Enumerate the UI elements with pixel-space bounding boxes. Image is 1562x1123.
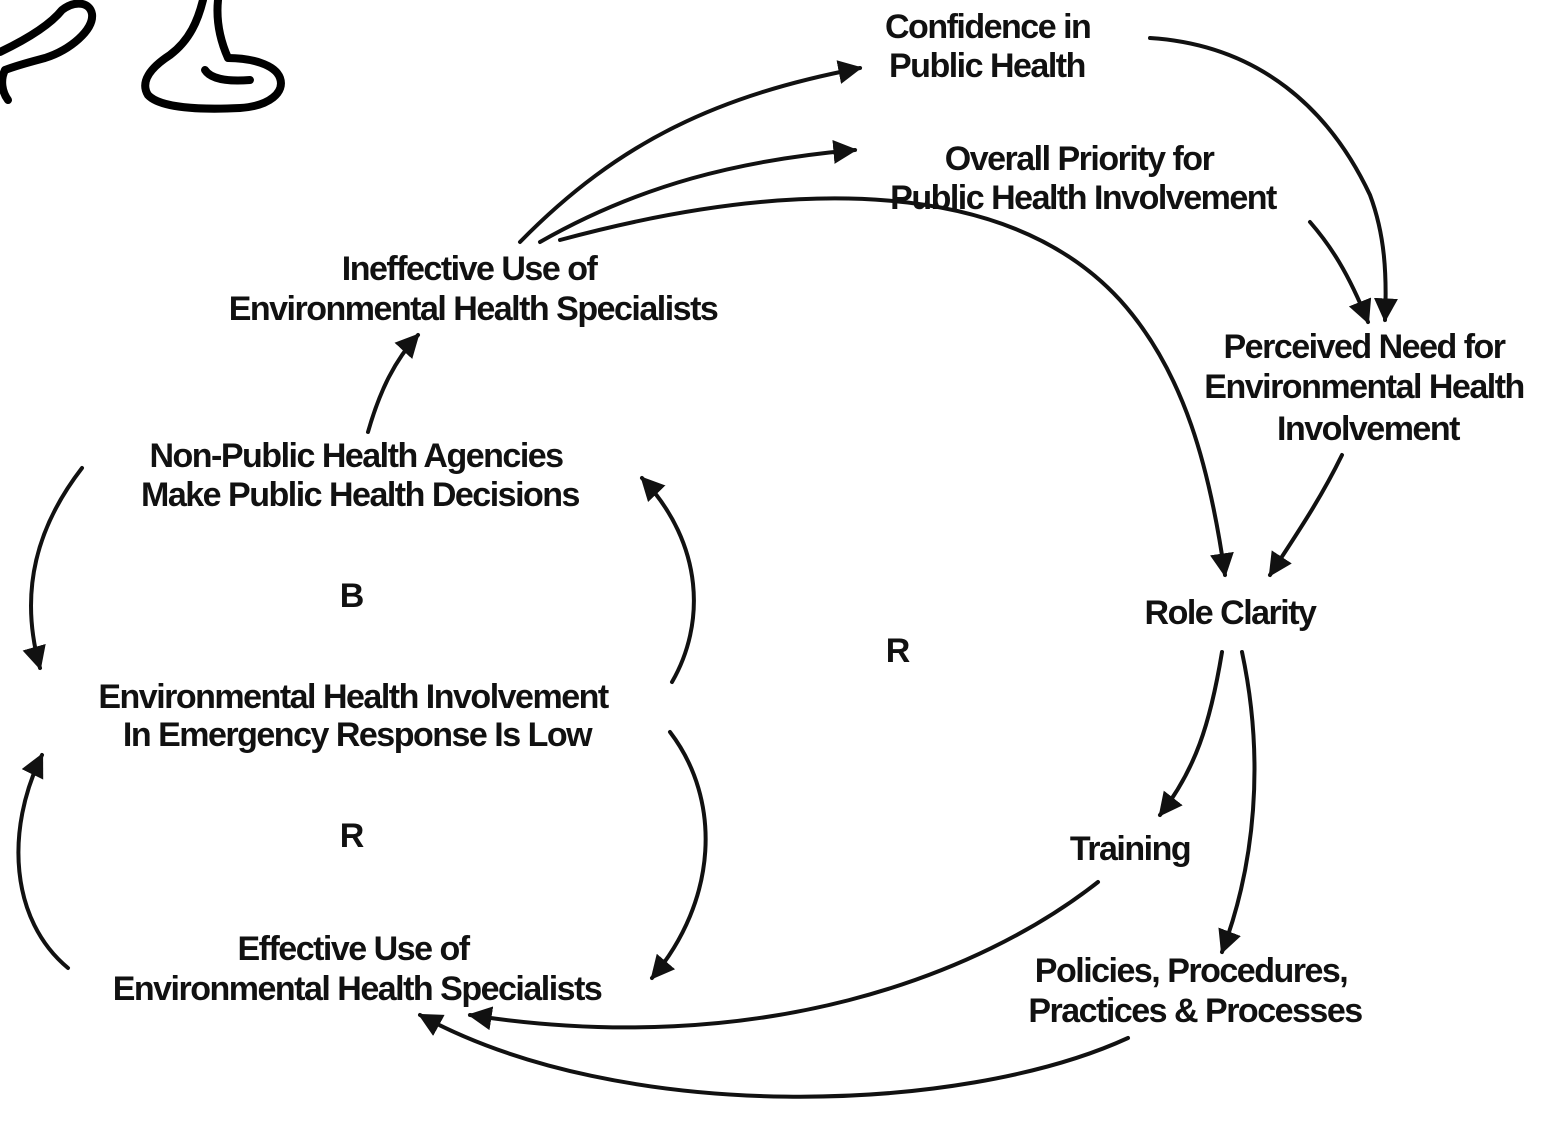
causal-links (16, 36, 1398, 1099)
link-involvement-low-to-effective (650, 730, 708, 980)
link-policies-to-effective (417, 1013, 1130, 1099)
link-perceived-need-to-role-clarity (1268, 453, 1344, 578)
hand-drawn-sketch-icon (0, 0, 285, 113)
node-effective-use: Effective Use of Environmental Health Sp… (113, 930, 602, 1008)
link-non-public-to-ineffective (366, 333, 420, 434)
link-involvement-low-to-non-public (640, 476, 696, 684)
node-ineffective-use: Ineffective Use of Environmental Health … (229, 250, 718, 328)
node-confidence-in-public-health: Confidence in Public Health (885, 8, 1098, 85)
node-training: Training (1070, 830, 1190, 868)
link-non-public-to-involvement-low (22, 466, 84, 671)
node-labels: Confidence in Public Health Overall Prio… (98, 8, 1531, 1030)
node-policies-procedures: Policies, Procedures, Practices & Proces… (1028, 952, 1362, 1030)
node-non-public-agencies: Non-Public Health Agencies Make Public H… (141, 437, 580, 514)
node-perceived-need: Perceived Need for Environmental Health … (1204, 328, 1531, 448)
link-ineffective-to-role-clarity (558, 196, 1234, 578)
node-overall-priority: Overall Priority for Public Health Invol… (890, 140, 1277, 217)
link-priority-to-perceived-need (1308, 220, 1372, 325)
link-effective-to-involvement-low (16, 752, 70, 970)
link-training-to-effective (467, 880, 1100, 1031)
loop-marker-balancing: B (340, 577, 365, 615)
link-ineffective-to-priority (538, 139, 858, 244)
loop-markers: B R R (340, 577, 911, 855)
node-role-clarity: Role Clarity (1145, 594, 1318, 632)
link-confidence-to-perceived-need (1148, 36, 1398, 323)
link-role-clarity-to-training (1158, 650, 1224, 817)
node-involvement-low: Environmental Health Involvement In Emer… (98, 678, 615, 754)
link-role-clarity-to-policies (1218, 650, 1257, 955)
link-ineffective-to-confidence (518, 60, 863, 244)
loop-marker-reinforcing-center: R (886, 632, 911, 670)
loop-marker-reinforcing-bottom: R (340, 817, 365, 855)
